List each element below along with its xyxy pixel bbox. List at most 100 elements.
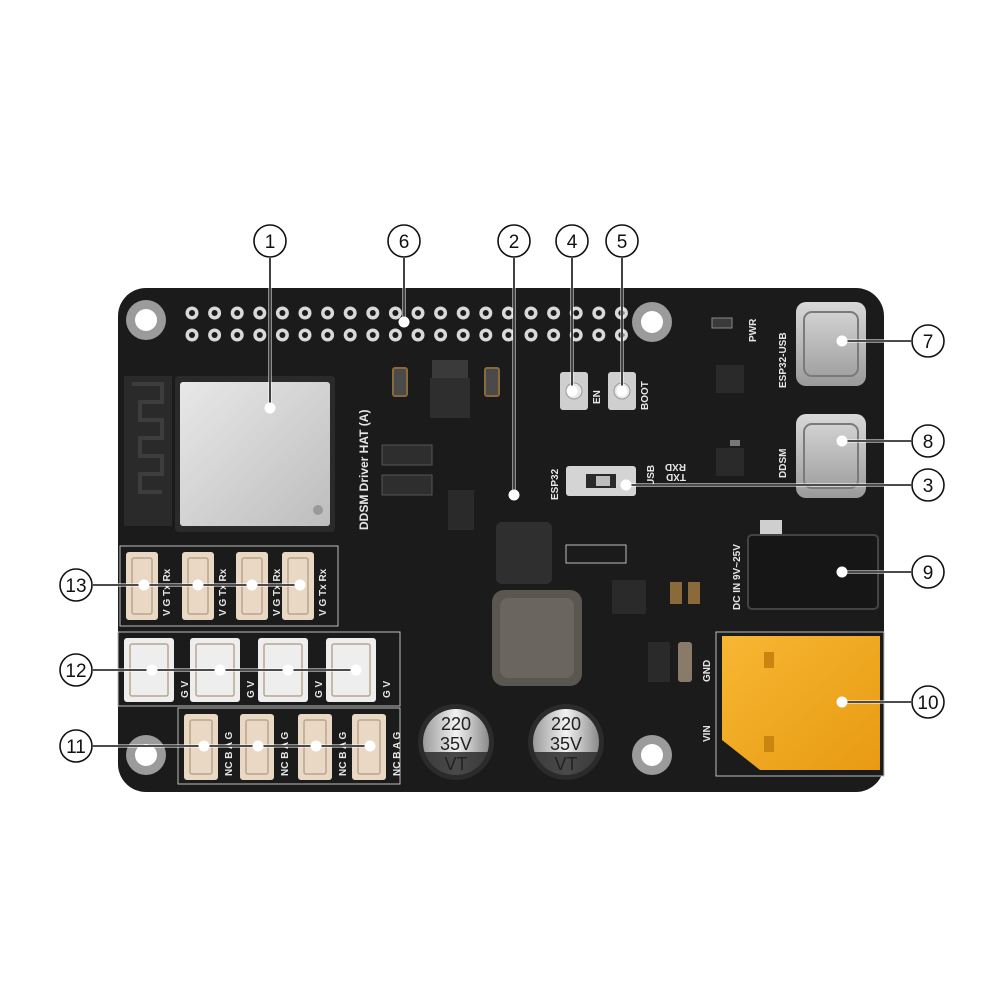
callout-4-marker: 4 [555, 224, 589, 258]
callout-10-anchor-dot [836, 696, 848, 708]
gpio-hole [388, 328, 402, 342]
callout-11-anchor-dot [252, 740, 264, 752]
callout-5-number: 5 [617, 232, 628, 253]
callout-9-number: 9 [923, 563, 934, 584]
gpio-hole [208, 306, 222, 320]
callout-4-leader [566, 258, 578, 397]
gpio-hole [592, 306, 606, 320]
gpio-hole [547, 328, 561, 342]
callout-9-anchor-dot [836, 566, 848, 578]
motor-row-pin-label: NC B A G [392, 732, 403, 776]
callout-3-leader [620, 479, 911, 491]
gpio-hole [524, 328, 538, 342]
gpio-hole [253, 328, 267, 342]
usb-c-port-ddsm [796, 414, 866, 498]
callout-4-anchor-dot [566, 385, 578, 397]
callout-10-marker: 10 [911, 685, 945, 719]
callout-6-leader [398, 258, 410, 328]
motor-row-pin-label: NC B A G [224, 732, 235, 776]
gpio-hole [275, 306, 289, 320]
mounting-hole-top-left [126, 300, 166, 340]
txd-label: TXD [666, 471, 686, 482]
gpio-hole [343, 306, 357, 320]
callout-2-anchor-dot [508, 489, 520, 501]
servo-row-pin-label: G V [246, 680, 257, 698]
gpio-hole [321, 306, 335, 320]
callout-12-anchor-dot [282, 664, 294, 676]
callout-2-leader [508, 258, 520, 501]
gpio-hole [411, 306, 425, 320]
callout-10-number: 10 [917, 693, 938, 714]
gpio-hole [501, 328, 515, 342]
callout-13-anchor-dot [138, 579, 150, 591]
gpio-hole [298, 306, 312, 320]
callout-7-number: 7 [923, 332, 934, 353]
callout-5-anchor-dot [616, 385, 628, 397]
callout-8-anchor-dot [836, 435, 848, 447]
usb-slide-switch [566, 466, 636, 496]
servo-row-pin-label: G V [180, 680, 191, 698]
uart-row-pin-label: V G Tx Rx [272, 568, 283, 616]
gpio-header-holes [185, 306, 628, 342]
gpio-hole [434, 328, 448, 342]
callout-3-marker: 3 [911, 468, 945, 502]
xt60-power-connector [715, 631, 885, 777]
mounting-hole-bottom-left [126, 735, 166, 775]
board-title: DDSM Driver HAT (A) [357, 410, 371, 530]
callout-4-number: 4 [567, 232, 578, 253]
power-inductor [492, 590, 582, 686]
gpio-hole [343, 328, 357, 342]
callout-11-anchor-dot [198, 740, 210, 752]
gpio-hole [479, 306, 493, 320]
gpio-hole [456, 328, 470, 342]
callout-5-marker: 5 [605, 224, 639, 258]
callout-9-leader [836, 566, 911, 578]
power-components [381, 317, 744, 682]
dc-in-label: DC IN 9V~25V [732, 544, 743, 610]
gpio-hole [547, 306, 561, 320]
callout-12-anchor-dot [350, 664, 362, 676]
mounting-hole-top-right [632, 302, 672, 342]
callout-3-anchor-dot [620, 479, 632, 491]
capacitor-1-series: VT [444, 754, 467, 774]
capacitor-2-value: 220 [551, 714, 581, 734]
gpio-hole [501, 306, 515, 320]
mounting-holes [126, 300, 672, 775]
servo-row-pin-label: G V [314, 680, 325, 698]
callout-13-anchor-dot [192, 579, 204, 591]
gpio-hole [321, 328, 335, 342]
gpio-hole [479, 328, 493, 342]
gnd-label: GND [702, 660, 713, 682]
esp32-usb-label: ESP32-USB [778, 332, 789, 388]
gpio-hole [366, 306, 380, 320]
gpio-hole [388, 306, 402, 320]
gpio-hole [456, 306, 470, 320]
mounting-hole-bottom-right [632, 735, 672, 775]
callout-13-leader [93, 579, 306, 591]
capacitor-1-voltage: 35V [440, 734, 472, 754]
callout-11-anchor-dot [364, 740, 376, 752]
callout-13-marker: 13 [59, 568, 93, 602]
gpio-hole [592, 328, 606, 342]
capacitor-2-series: VT [554, 754, 577, 774]
callout-12-leader [93, 664, 362, 676]
callout-2-number: 2 [509, 232, 520, 253]
gpio-hole [298, 328, 312, 342]
callout-1-leader [264, 258, 276, 414]
esp32-switch-label: ESP32 [550, 468, 561, 500]
callout-8-leader [836, 435, 911, 447]
boot-label: BOOT [640, 381, 651, 410]
callout-12-marker: 12 [59, 653, 93, 687]
callout-7-marker: 7 [911, 324, 945, 358]
callout-6-marker: 6 [387, 224, 421, 258]
callout-11-number: 11 [66, 737, 86, 758]
callout-3-number: 3 [923, 476, 934, 497]
pwr-label: PWR [748, 318, 759, 342]
gpio-hole [253, 306, 267, 320]
callout-10-leader [836, 696, 911, 708]
callout-11-marker: 11 [59, 729, 93, 763]
callout-12-anchor-dot [214, 664, 226, 676]
capacitor-1-value: 220 [441, 714, 471, 734]
callout-1-number: 1 [265, 232, 276, 253]
uart-row-pin-label: V G Tx Rx [318, 568, 329, 616]
